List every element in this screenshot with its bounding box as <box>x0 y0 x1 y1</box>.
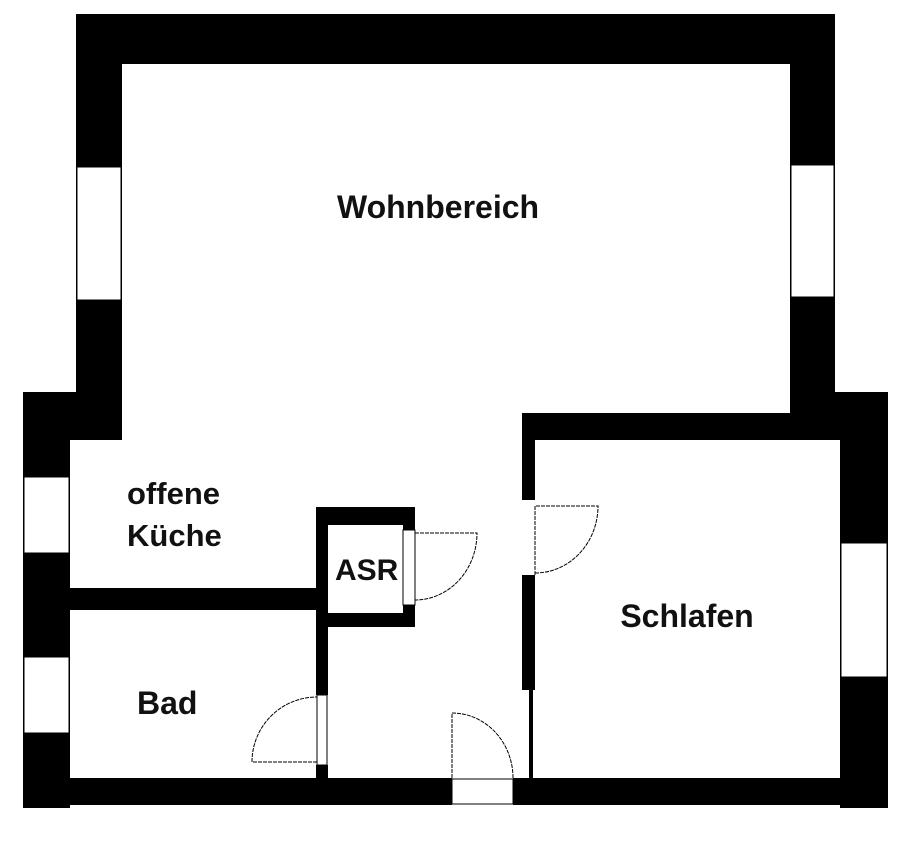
door-bedroom-gap <box>522 500 535 575</box>
wall-kitchen-bath <box>70 588 318 610</box>
room-label-storage: ASR <box>335 554 399 587</box>
room-label-kitchen-1: offene <box>127 476 220 511</box>
wall-bedroom-top <box>522 413 840 440</box>
room-label-bath: Bad <box>137 685 197 721</box>
wall-bottom-right <box>513 778 888 805</box>
room-label-kitchen-2: Küche <box>127 518 222 553</box>
room-labels: Wohnbereich offene Küche ASR Schlafen Ba… <box>127 189 754 721</box>
door-bath-frame <box>316 694 328 766</box>
room-label-living: Wohnbereich <box>337 189 539 225</box>
window-left-bath <box>23 656 70 734</box>
door-entrance-swing <box>451 712 514 779</box>
wall-bedroom-left-b <box>522 575 535 690</box>
doors <box>251 500 599 805</box>
window-left-upper <box>76 166 122 301</box>
wall-bath-right-stub <box>316 765 328 778</box>
window-right-upper <box>790 164 835 298</box>
wall-top <box>76 14 835 64</box>
window-right-bedroom <box>840 542 888 678</box>
wall-bedroom-left-a <box>522 413 535 500</box>
room-label-bedroom: Schlafen <box>620 598 753 634</box>
wall-bottom-left <box>23 778 452 805</box>
door-bedroom-swing <box>534 505 599 575</box>
asr-interior <box>328 525 403 613</box>
door-bath-swing <box>251 696 318 763</box>
door-entrance-frame <box>451 778 514 805</box>
windows <box>23 164 888 734</box>
wall-bath-right <box>316 610 328 695</box>
door-asr-frame <box>402 529 416 606</box>
interior-cutouts <box>328 525 403 613</box>
window-left-kitchen <box>23 476 70 554</box>
wall-bedroom-left-c <box>529 690 533 778</box>
door-asr-swing <box>414 532 478 601</box>
wall-left-lower <box>23 392 70 808</box>
